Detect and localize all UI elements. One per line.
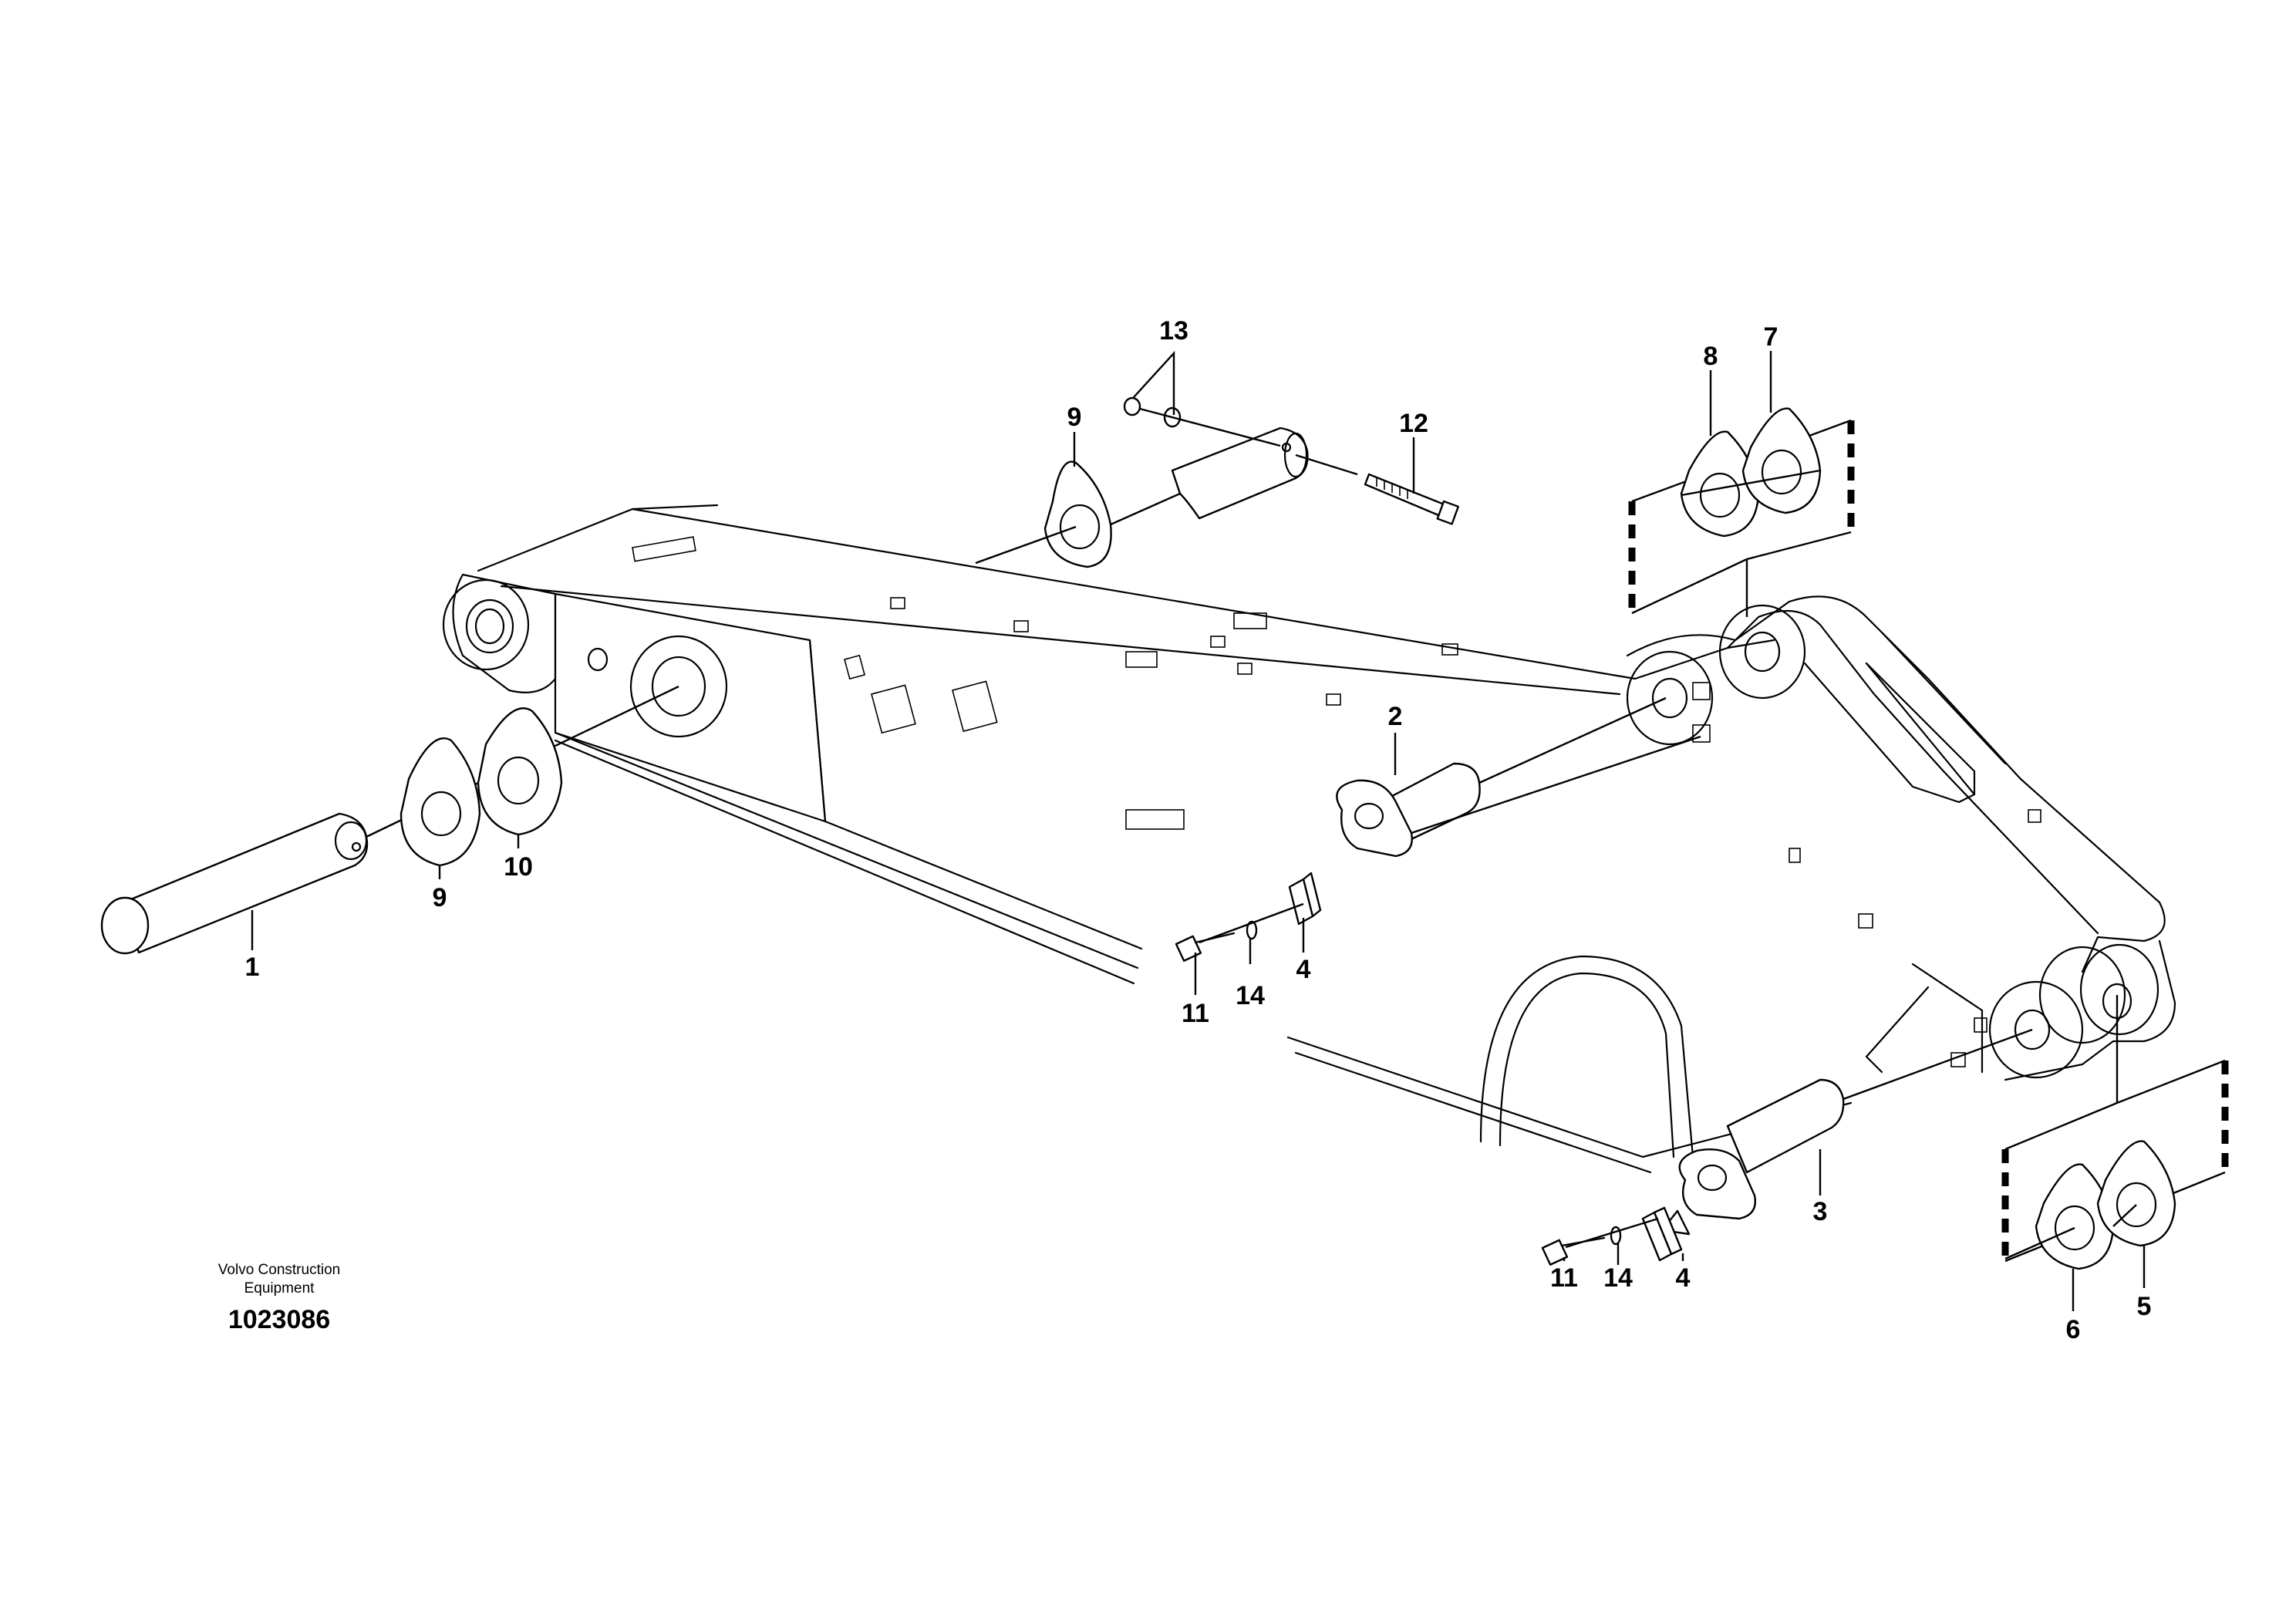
- bolt-12: [1364, 473, 1459, 525]
- callout-labels: 1 2 3 4 4 5 6 7 8 9 9 10 11 11 12 13 14 …: [245, 316, 2152, 1344]
- callout-10: 10: [504, 852, 533, 882]
- dashed-frame-upper: [1628, 419, 1855, 617]
- callout-4-lower: 4: [1676, 1263, 1691, 1293]
- callout-2: 2: [1388, 702, 1403, 731]
- washers-lower-link: [2112, 1204, 2137, 1227]
- washer-14-lower: [1610, 1226, 1622, 1246]
- drawing-caption: Volvo Construction Equipment 1023086: [218, 1262, 340, 1334]
- callout-14-lower: 14: [1603, 1263, 1633, 1293]
- bolt-11-lower-axis: [1565, 1217, 1659, 1249]
- pin-top-axis: [1295, 454, 1358, 476]
- brand-line-1: Volvo Construction: [218, 1262, 340, 1278]
- callout-1: 1: [245, 953, 260, 982]
- washer-5: [2096, 1140, 2176, 1247]
- callout-12: 12: [1399, 409, 1428, 438]
- washer-9-top-axis: [975, 525, 1077, 565]
- leader-lines: [251, 350, 2146, 1311]
- drawing-number: 1023086: [228, 1305, 330, 1334]
- lock-plate-4-upper: [1288, 872, 1322, 926]
- pin-2: [1336, 762, 1481, 858]
- top-pin-axis: [1110, 492, 1181, 526]
- pin-2-lower-axis: [1411, 735, 1701, 835]
- pin-2-axis: [1478, 696, 1667, 784]
- washer-10: [477, 707, 563, 836]
- washer-7: [1741, 407, 1822, 514]
- callout-8: 8: [1704, 342, 1718, 371]
- pin-top: [1171, 427, 1309, 520]
- bolt-11-upper-axis: [1199, 902, 1304, 944]
- pin-3: [1660, 1078, 1845, 1236]
- callout-11-upper: 11: [1182, 999, 1209, 1028]
- pin-1: [100, 812, 369, 955]
- callout-6: 6: [2066, 1315, 2081, 1344]
- callout-4-upper: 4: [1296, 955, 1311, 984]
- lock-plate-4-lower: [1641, 1206, 1683, 1262]
- callout-11-lower: 11: [1550, 1263, 1578, 1293]
- callout-3: 3: [1813, 1197, 1828, 1226]
- callout-14-upper: 14: [1236, 981, 1265, 1010]
- dashed-frame-lower: [2001, 995, 2229, 1263]
- washer-9-top: [1043, 460, 1112, 568]
- callout-9-top: 9: [1067, 403, 1082, 432]
- brand-line-2: Equipment: [244, 1280, 315, 1297]
- callout-5: 5: [2137, 1292, 2152, 1321]
- washers-lower-axis: [2004, 1226, 2075, 1260]
- boom-body: [442, 504, 2176, 1174]
- callout-9-left: 9: [433, 883, 447, 912]
- pin-3-axis: [1843, 1028, 2033, 1101]
- callout-7: 7: [1764, 322, 1778, 352]
- nut-13: [1123, 396, 1281, 447]
- washers-upper-axis: [1681, 469, 1821, 497]
- bolt-11-upper: [1175, 932, 1236, 962]
- washer-9-left: [400, 737, 481, 867]
- callout-13: 13: [1159, 316, 1188, 346]
- washer-14-upper: [1246, 920, 1258, 940]
- bolt-11-lower: [1541, 1236, 1606, 1266]
